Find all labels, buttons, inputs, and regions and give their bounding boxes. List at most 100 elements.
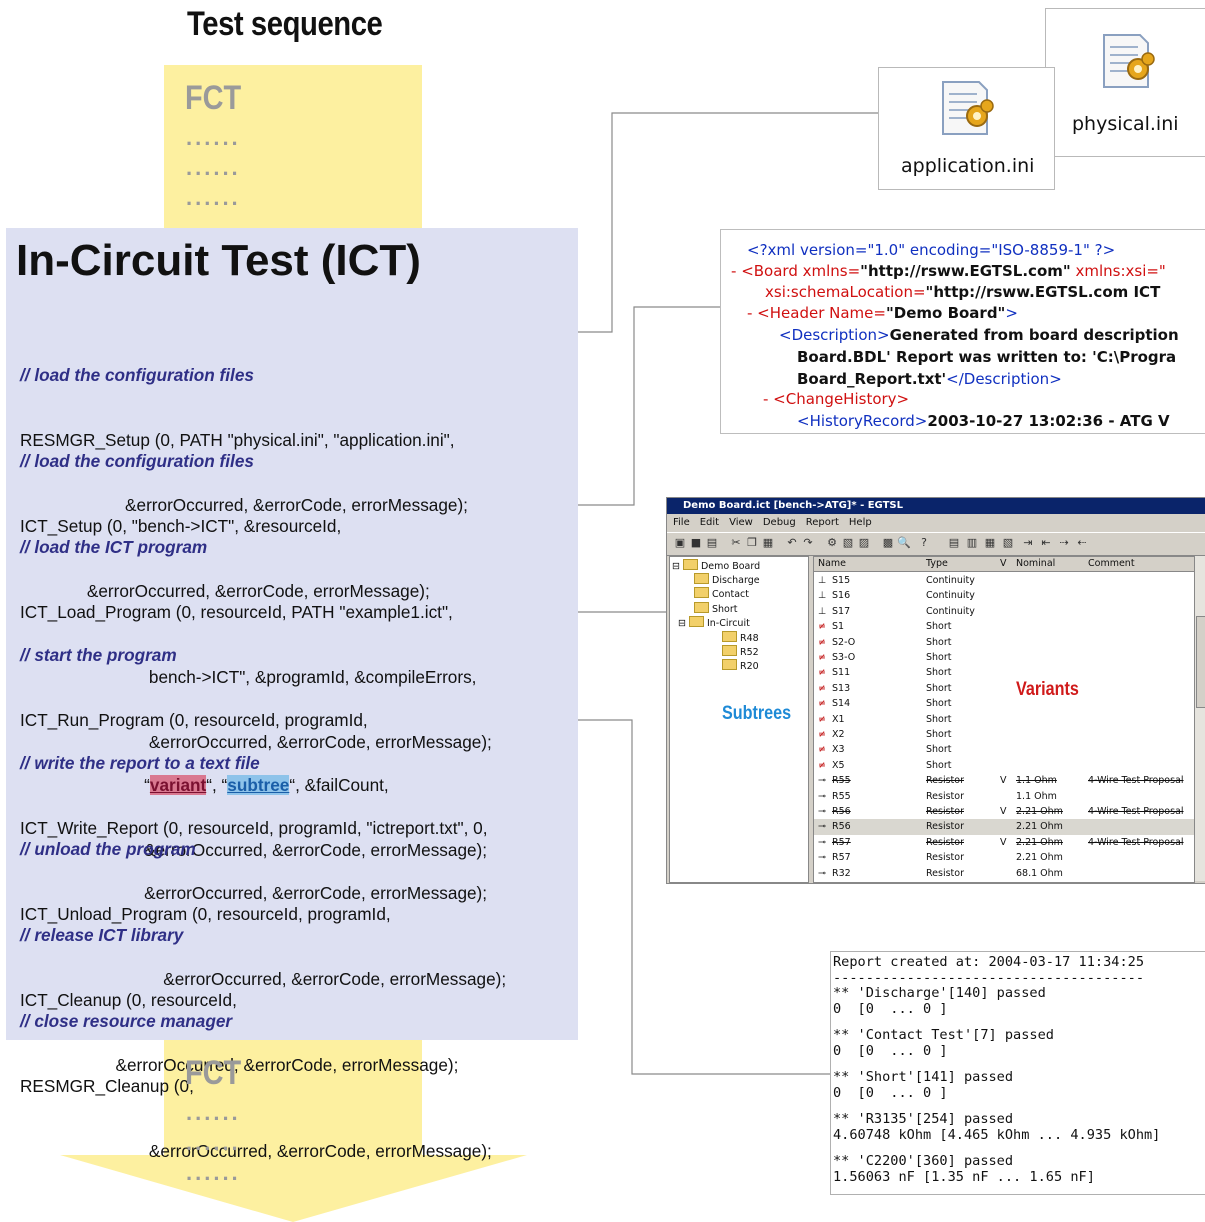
code-line: RESMGR_Cleanup (0,	[20, 1075, 194, 1096]
toolbar: ▣ ■ ▤ ✂ ❐ ▦ ↶ ↷ ⚙ ▧ ▨ ▩ 🔍 ? ▤ ▥ ▦ ▧ ⇥ ⇤ …	[667, 532, 1205, 556]
cell-name: S11	[832, 667, 851, 679]
cell-type: Continuity	[926, 575, 975, 586]
cell-name: S16	[832, 590, 851, 602]
step-comment: // load the configuration files	[20, 365, 254, 386]
col-type[interactable]: Type	[926, 558, 948, 569]
step-icon[interactable]: ⇥	[1023, 536, 1033, 549]
menu-file[interactable]: File	[673, 517, 690, 528]
cell-comment: 4-Wire Test Proposal	[1088, 836, 1184, 848]
menu-view[interactable]: View	[729, 517, 753, 528]
col-nominal[interactable]: Nominal	[1016, 558, 1056, 569]
row-icon: ⊥	[818, 605, 827, 617]
menu-report[interactable]: Report	[805, 517, 839, 528]
help-icon[interactable]: ?	[921, 536, 927, 549]
code-line: ICT_Run_Program (0, resourceId, programI…	[20, 709, 368, 730]
fct-top-label: FCT	[185, 79, 242, 117]
cell-nominal: 2.21 Ohm	[1016, 821, 1063, 833]
scroll-thumb[interactable]	[1196, 616, 1205, 708]
menu-debug[interactable]: Debug	[762, 517, 796, 528]
xml-line: <Description>Generated from board descri…	[779, 326, 1179, 344]
report-line: 4.60748 kOhm [4.465 kOhm ... 4.935 kOhm]	[833, 1126, 1161, 1143]
fct-bottom: FCT ...... ...... ......	[164, 1040, 422, 1185]
tool-icon[interactable]: ▥	[966, 536, 978, 549]
physical-ini-card[interactable]: physical.ini	[1045, 8, 1205, 157]
tree-item-short[interactable]: Short	[694, 602, 738, 615]
save-icon[interactable]: ■	[690, 536, 702, 549]
find-icon[interactable]: 🔍	[897, 536, 911, 549]
tool-icon[interactable]: ▤	[948, 536, 960, 549]
tool-icon[interactable]: ▦	[984, 536, 996, 549]
report-line: Report created at: 2004-03-17 11:34:25	[833, 954, 1144, 970]
grid-header: Name Type V Nominal Comment	[814, 557, 1194, 572]
cell-type: Continuity	[926, 590, 975, 602]
step-comment: // start the program	[20, 645, 177, 666]
menu-help[interactable]: Help	[848, 517, 872, 528]
paste-icon[interactable]: ▦	[762, 536, 774, 549]
tool-icon[interactable]: ⚙	[827, 536, 837, 549]
egtsl-window: Demo Board.ict [bench->ATG]* - EGTSL Fil…	[666, 497, 1205, 884]
col-comment[interactable]: Comment	[1088, 558, 1135, 569]
tree-item-demo-board[interactable]: ⊟ Demo Board	[672, 559, 761, 572]
col-v[interactable]: V	[1000, 558, 1007, 569]
tree-item-in-circuit[interactable]: ⊟ In-Circuit	[678, 616, 750, 629]
tree-item-r48[interactable]: R48	[722, 631, 759, 644]
row-icon: ⊸	[818, 775, 826, 787]
tree-item-r20[interactable]: R20	[722, 659, 759, 672]
code-line: ICT_Load_Program (0, resourceId, PATH "e…	[20, 601, 453, 622]
xml-line: Board.BDL' Report was written to: 'C:\Pr…	[797, 348, 1177, 366]
print-icon[interactable]: ▤	[706, 536, 718, 549]
report-line: 1.56063 nF [1.35 nF ... 1.65 nF]	[833, 1168, 1095, 1185]
cell-name: X1	[832, 713, 845, 725]
step-icon[interactable]: ⇠	[1077, 536, 1087, 549]
redo-icon[interactable]: ↷	[803, 536, 813, 549]
row-icon: ≠	[818, 667, 826, 679]
tool-icon[interactable]: ▧	[1002, 536, 1014, 549]
cell-type: Resistor	[926, 852, 964, 864]
tool-icon[interactable]: ▧	[842, 536, 854, 549]
cell-name: R57	[832, 836, 851, 848]
open-icon[interactable]: ▣	[674, 536, 686, 549]
row-icon: ≠	[818, 759, 826, 771]
step-load-program: // load the ICT program ICT_Load_Program…	[20, 494, 492, 775]
variant-highlight: variant	[149, 774, 207, 795]
tree-item-r52[interactable]: R52	[722, 645, 759, 658]
step-icon[interactable]: ⇢	[1059, 536, 1069, 549]
step-comment: // load the ICT program	[20, 537, 208, 558]
cell-name: R57	[832, 852, 851, 864]
undo-icon[interactable]: ↶	[787, 536, 797, 549]
step-load-config: // load the configuration files RESMGR_S…	[20, 322, 468, 538]
cut-icon[interactable]: ✂	[731, 536, 741, 549]
step-icon[interactable]: ⇤	[1041, 536, 1051, 549]
cell-nominal: 1.1 Ohm	[1016, 775, 1057, 787]
col-name[interactable]: Name	[818, 558, 847, 569]
copy-icon[interactable]: ❐	[747, 536, 757, 549]
tool-icon[interactable]: ▩	[882, 536, 894, 549]
menu-edit[interactable]: Edit	[699, 517, 720, 528]
tool-icon[interactable]: ▨	[858, 536, 870, 549]
tree-item-contact[interactable]: Contact	[694, 587, 749, 600]
tree-view: ⊟ Demo Board Discharge Contact Short ⊟ I…	[669, 556, 809, 883]
tree-item-discharge[interactable]: Discharge	[694, 573, 760, 586]
application-ini-card[interactable]: application.ini	[878, 67, 1055, 190]
vertical-scrollbar[interactable]	[1195, 556, 1205, 881]
